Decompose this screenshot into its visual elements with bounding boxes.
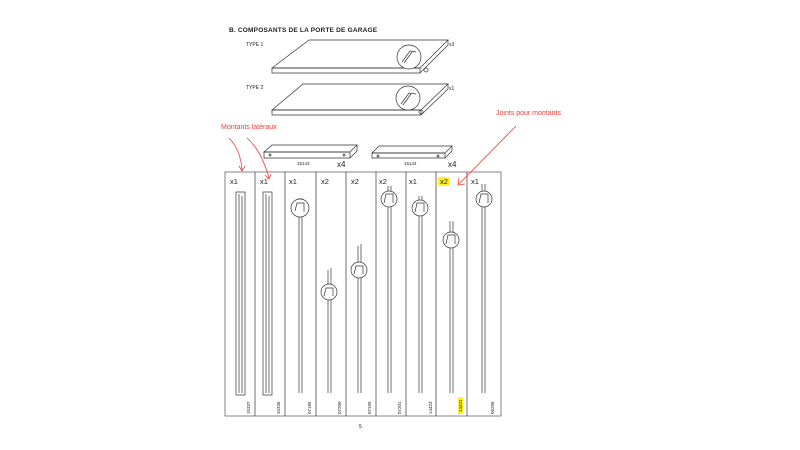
part-qty: x1 bbox=[230, 177, 238, 186]
bracket-15144-code: 15144 bbox=[404, 161, 417, 166]
panel-type-1-drawing bbox=[270, 39, 449, 74]
part-qty: x2 bbox=[379, 177, 387, 186]
post-14423-drawing bbox=[411, 196, 429, 393]
panel-type-2-drawing bbox=[271, 83, 449, 116]
part-qty: x1 bbox=[409, 177, 417, 186]
post-07200-drawing bbox=[320, 268, 338, 393]
annotation-side-rails: Montants latéraux bbox=[221, 124, 277, 131]
side-rail-15337-drawing bbox=[235, 191, 246, 396]
part-code-highlighted: 14421 bbox=[458, 397, 463, 414]
side-rail-15336-drawing bbox=[262, 191, 273, 396]
part-qty: x1 bbox=[471, 177, 479, 186]
part-code: 07185 bbox=[307, 401, 312, 414]
panel-type-2-label: TYPE 2 bbox=[246, 85, 264, 91]
part-code: 15337 bbox=[246, 401, 251, 414]
post-07199-drawing bbox=[350, 244, 368, 393]
annotation-arrow-right bbox=[458, 125, 517, 185]
annotation-rail-joints: Joints pour montants bbox=[496, 110, 561, 117]
annotation-arrow-left-1 bbox=[228, 137, 243, 171]
post-07185-drawing bbox=[290, 198, 310, 393]
bracket-15143-code: 15143 bbox=[297, 161, 310, 166]
bracket-15143-qty: x4 bbox=[337, 160, 346, 169]
panel-type-1-label: TYPE 1 bbox=[246, 42, 264, 48]
part-qty: x2 bbox=[351, 177, 359, 186]
part-qty: x2 bbox=[321, 177, 329, 186]
post-06296-drawing bbox=[475, 184, 493, 393]
annotation-arrow-left-2 bbox=[246, 137, 270, 179]
part-code: 14423 bbox=[428, 401, 433, 414]
part-code: 15336 bbox=[276, 401, 281, 414]
part-code: 06296 bbox=[490, 401, 495, 414]
bracket-15143-drawing bbox=[263, 144, 358, 159]
section-title: B. COMPOSANTS DE LA PORTE DE GARAGE bbox=[229, 27, 378, 34]
joint-14421-drawing bbox=[442, 221, 460, 393]
part-qty: x1 bbox=[289, 177, 297, 186]
panel-type-2-qty: x1 bbox=[449, 86, 455, 92]
bracket-15144-drawing bbox=[371, 145, 453, 159]
post-07201-drawing bbox=[380, 186, 398, 393]
part-qty: x1 bbox=[260, 177, 268, 186]
part-code: 07201 bbox=[397, 401, 402, 414]
part-code: 07200 bbox=[337, 401, 342, 414]
panel-type-1-qty: x3 bbox=[449, 42, 455, 48]
page-number: 5 bbox=[359, 424, 362, 430]
part-code: 07199 bbox=[367, 401, 372, 414]
bracket-15144-qty: x4 bbox=[448, 160, 457, 169]
part-qty-highlighted: x2 bbox=[438, 177, 450, 186]
